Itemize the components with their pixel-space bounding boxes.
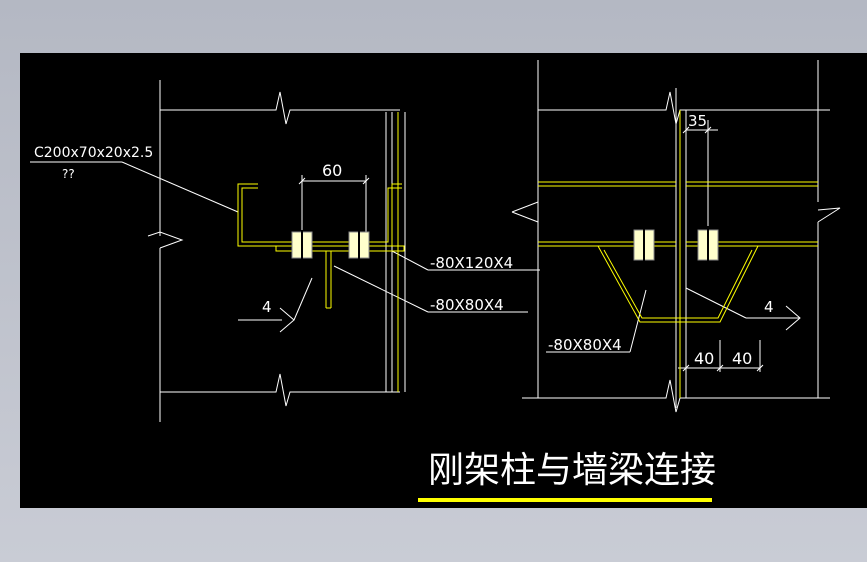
plate-label-2: -80X80X4 <box>430 296 504 314</box>
dim-right: 40 <box>732 349 752 368</box>
purlin-label: C200x70x20x2.5 <box>34 145 153 161</box>
section-mark-left: 4 <box>262 298 272 316</box>
plate-label-1: -80X120X4 <box>430 254 513 272</box>
drawing-title: 刚架柱与墙梁连接 <box>428 450 716 491</box>
cad-drawing: C200x70x20x2.5 ?? 60 -80X120X4 -80X80X4 … <box>30 60 841 502</box>
left-members <box>237 112 405 392</box>
right-outline <box>511 60 841 413</box>
left-bolts <box>291 230 370 262</box>
right-bolts <box>633 226 719 264</box>
cad-viewport[interactable]: C200x70x20x2.5 ?? 60 -80X120X4 -80X80X4 … <box>20 53 867 508</box>
right-plate-label: -80X80X4 <box>548 336 622 354</box>
dim-top: 35 <box>688 112 707 130</box>
purlin-sublabel: ?? <box>62 167 75 181</box>
left-outline <box>30 80 540 422</box>
dim-left: 40 <box>694 349 714 368</box>
section-mark-right: 4 <box>764 298 774 316</box>
dim-bolt-spacing: 60 <box>322 161 342 180</box>
right-members <box>538 110 818 398</box>
right-detail: 35 -80X80X4 40 40 4 <box>511 60 841 413</box>
left-detail: C200x70x20x2.5 ?? 60 -80X120X4 -80X80X4 … <box>30 80 540 422</box>
